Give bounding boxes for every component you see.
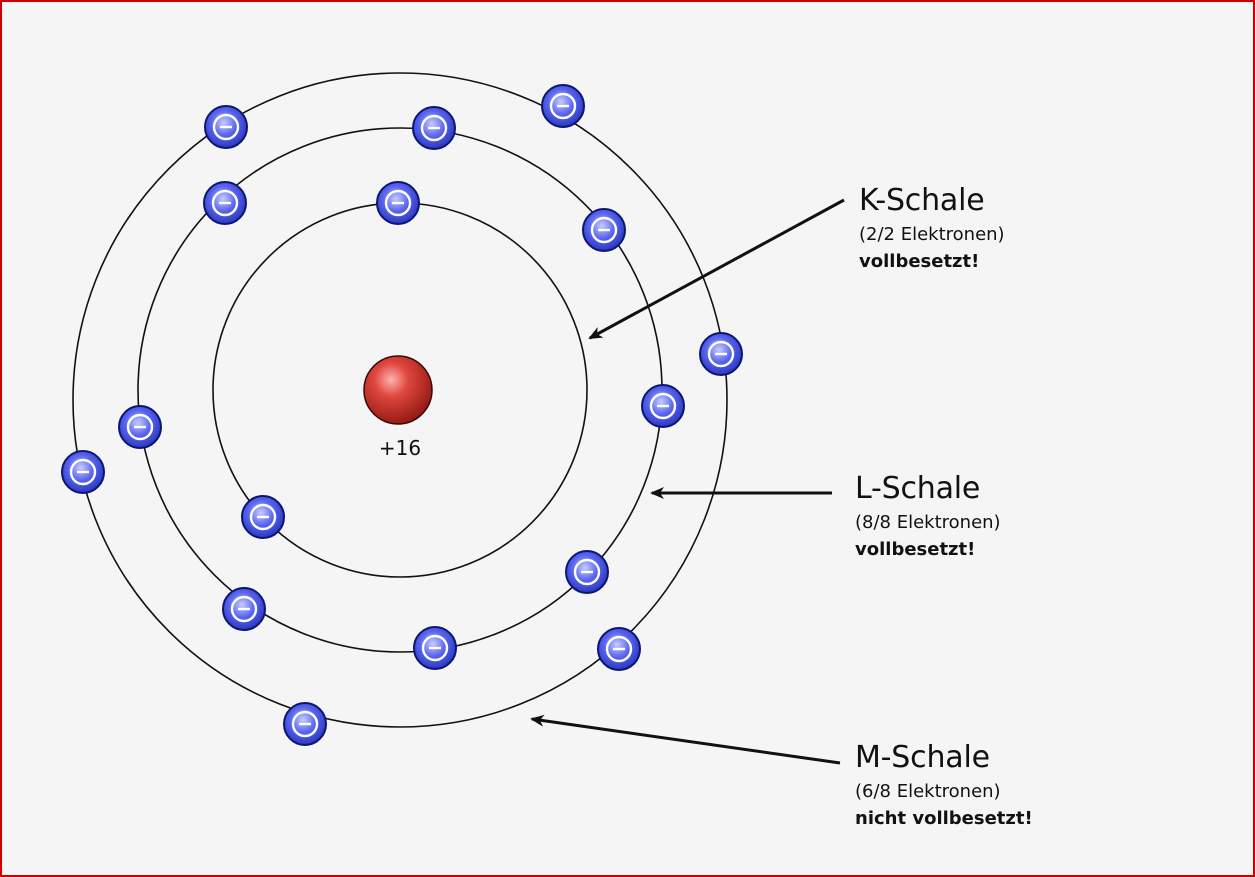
electron	[582, 208, 626, 252]
electron	[597, 627, 641, 671]
k-shell-arrow	[588, 198, 845, 340]
electron	[641, 384, 685, 428]
l-shell-name: L-Schale	[855, 471, 981, 506]
m-shell-arrow	[530, 714, 841, 765]
electron	[203, 181, 247, 225]
k-shell-label: K-Schale (2/2 Elektronen) vollbesetzt!	[859, 183, 1005, 274]
electron	[565, 550, 609, 594]
m-shell-orbit	[72, 72, 728, 728]
k-shell-name: K-Schale	[859, 183, 985, 218]
electron	[283, 702, 327, 746]
electron	[118, 405, 162, 449]
electron	[61, 450, 105, 494]
electrons	[61, 84, 743, 746]
l-shell-label: L-Schale (8/8 Elektronen) vollbesetzt!	[855, 471, 1001, 562]
electron	[699, 332, 743, 376]
electron	[376, 181, 420, 225]
l-shell-electron-count: (8/8 Elektronen)	[855, 512, 1001, 533]
electron	[541, 84, 585, 128]
electron	[222, 587, 266, 631]
nucleus	[363, 355, 433, 425]
m-shell-name: M-Schale	[855, 740, 990, 775]
electron	[204, 105, 248, 149]
m-shell-label: M-Schale (6/8 Elektronen) nicht vollbese…	[855, 740, 1033, 831]
electron	[413, 626, 457, 670]
k-shell-status: vollbesetzt!	[859, 251, 980, 272]
electron	[241, 495, 285, 539]
m-shell-electron-count: (6/8 Elektronen)	[855, 781, 1001, 802]
l-shell-status: vollbesetzt!	[855, 539, 976, 560]
k-shell-electron-count: (2/2 Elektronen)	[859, 224, 1005, 245]
m-shell-status: nicht vollbesetzt!	[855, 808, 1033, 829]
nucleus-charge-label: +16	[379, 436, 421, 460]
electron	[412, 106, 456, 150]
